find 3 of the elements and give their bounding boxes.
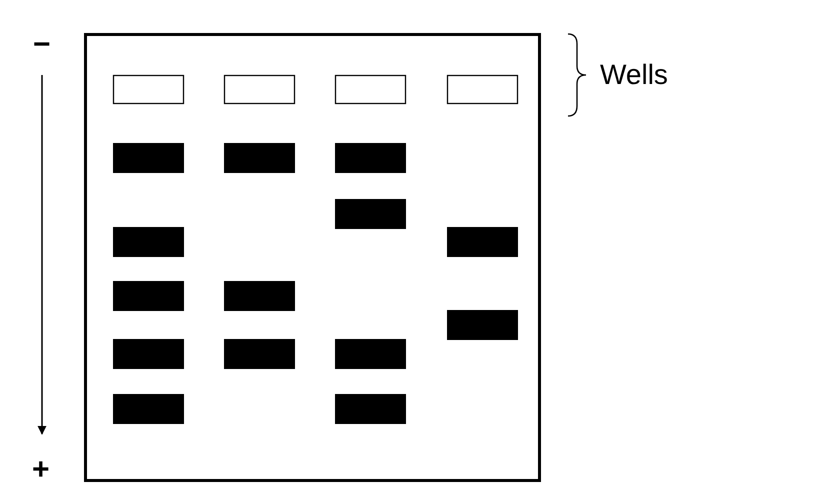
polarity-label: + [32,455,50,485]
polarity-label: − [33,30,51,60]
wells-label: Wells [600,61,668,89]
